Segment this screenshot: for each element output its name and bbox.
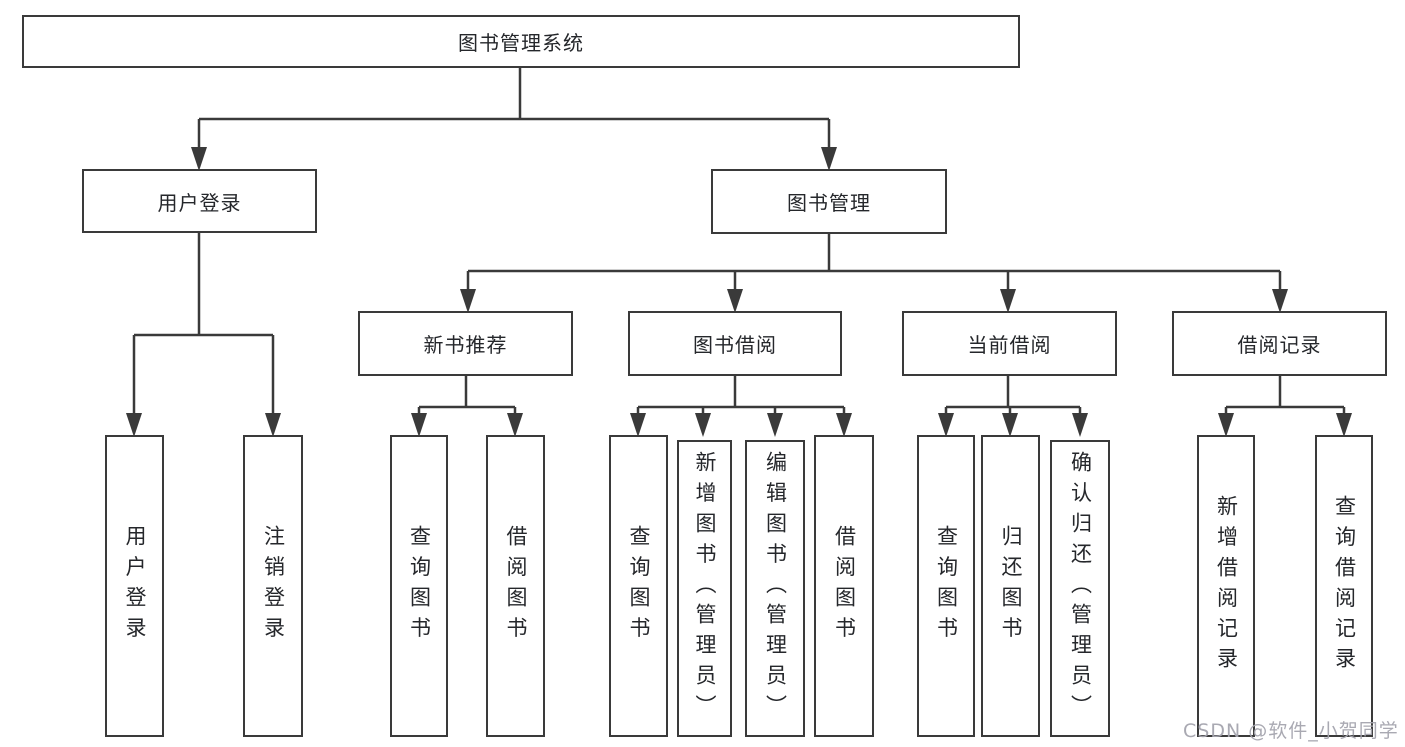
- leaf-borrow-books: 借阅图书: [486, 435, 545, 737]
- connector-curborrow-to-leaves: [944, 376, 1082, 433]
- node-user-login: 用户登录: [82, 169, 317, 233]
- connector-newbook-to-leaves: [417, 376, 517, 433]
- leaf-add-books-admin: 新增图书（管理员）: [677, 440, 732, 737]
- leaf-query-books-3: 查询图书: [917, 435, 975, 737]
- leaf-edit-books-admin: 编辑图书（管理员）: [745, 440, 805, 737]
- node-current-borrowing: 当前借阅: [902, 311, 1117, 376]
- connector-bookborrow-to-leaves: [636, 376, 846, 433]
- connector-userlogin-to-leaves: [132, 233, 275, 433]
- leaf-query-borrow-record: 查询借阅记录: [1315, 435, 1373, 737]
- node-library-management-system: 图书管理系统: [22, 15, 1020, 68]
- leaf-return-books: 归还图书: [981, 435, 1040, 737]
- node-new-book-recommend: 新书推荐: [358, 311, 573, 376]
- leaf-add-borrow-record: 新增借阅记录: [1197, 435, 1255, 737]
- node-book-management: 图书管理: [711, 169, 947, 234]
- leaf-borrow-books-2: 借阅图书: [814, 435, 874, 737]
- node-book-borrowing: 图书借阅: [628, 311, 842, 376]
- node-borrow-records: 借阅记录: [1172, 311, 1387, 376]
- leaf-query-books-2: 查询图书: [609, 435, 668, 737]
- connector-records-to-leaves: [1224, 376, 1346, 433]
- csdn-watermark: CSDN @软件_小贺同学: [1183, 720, 1399, 742]
- connector-bookmgmt-to-level2: [466, 234, 1282, 309]
- leaf-query-books: 查询图书: [390, 435, 448, 737]
- connector-root-to-level1: [197, 68, 831, 167]
- leaf-confirm-return-admin: 确认归还（管理员）: [1050, 440, 1110, 737]
- leaf-user-login: 用户登录: [105, 435, 164, 737]
- leaf-logout: 注销登录: [243, 435, 303, 737]
